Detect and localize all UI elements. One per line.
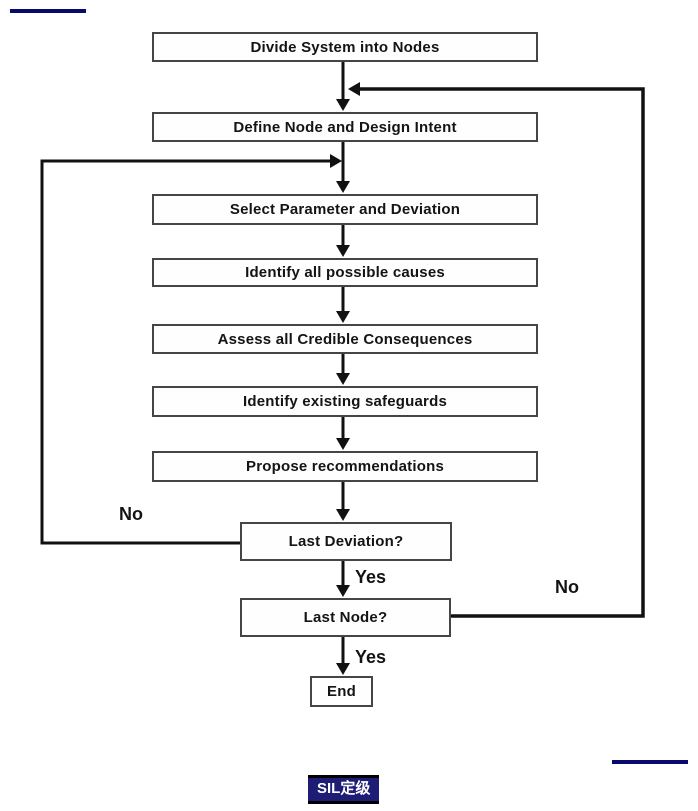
arrowhead-left-icon (348, 82, 360, 96)
edge-label-yes-last-deviation: Yes (355, 567, 387, 587)
arrowhead-right-icon (330, 154, 342, 168)
process-box-label: Divide System into Nodes (250, 38, 440, 56)
arrowheads (330, 82, 360, 675)
edge-label-no-last-deviation: No (119, 504, 143, 524)
process-box-define-node: Define Node and Design Intent (152, 112, 538, 142)
process-box-label: Identify all possible causes (245, 264, 445, 281)
process-box-identify-causes: Identify all possible causes (152, 258, 538, 287)
arrowhead-down-icon (336, 585, 350, 597)
process-box-label: Assess all Credible Consequences (217, 330, 473, 348)
decision-box-label: Last Deviation? (288, 533, 404, 550)
edge-label-yes-last-node: Yes (355, 647, 387, 667)
loop-no-last-node (360, 87, 645, 618)
process-box-select-parameter: Select Parameter and Deviation (152, 194, 538, 225)
terminator-box-end: End (310, 676, 373, 707)
arrowhead-down-icon (336, 181, 350, 193)
bottom-right-divider-line (612, 760, 688, 764)
loop-no-last-deviation (40, 159, 330, 545)
sil-rating-badge: SIL定级 (308, 775, 380, 804)
process-box-divide-system: Divide System into Nodes (152, 32, 538, 62)
process-box-assess-consequences: Assess all Credible Consequences (152, 324, 538, 354)
process-box-label: Identify existing safeguards (243, 393, 447, 410)
arrowhead-down-icon (336, 663, 350, 675)
process-box-propose-recommendations: Propose recommendations (152, 451, 538, 482)
arrowhead-down-icon (336, 311, 350, 323)
top-left-divider-line (10, 9, 86, 13)
arrowhead-down-icon (336, 373, 350, 385)
decision-box-last-node: Last Node? (240, 598, 451, 637)
process-box-label: Define Node and Design Intent (233, 118, 457, 136)
terminator-box-label: End (327, 683, 356, 700)
arrowhead-down-icon (336, 245, 350, 257)
decision-box-label: Last Node? (303, 609, 388, 626)
connector-arrows (40, 62, 645, 664)
process-box-identify-safeguards: Identify existing safeguards (152, 386, 538, 417)
process-box-label: Select Parameter and Deviation (229, 201, 461, 218)
process-box-label: Propose recommendations (246, 458, 444, 475)
arrowhead-down-icon (336, 99, 350, 111)
arrowhead-down-icon (336, 509, 350, 521)
decision-box-last-deviation: Last Deviation? (240, 522, 452, 561)
edge-label-no-last-node: No (555, 577, 579, 597)
arrowhead-down-icon (336, 438, 350, 450)
